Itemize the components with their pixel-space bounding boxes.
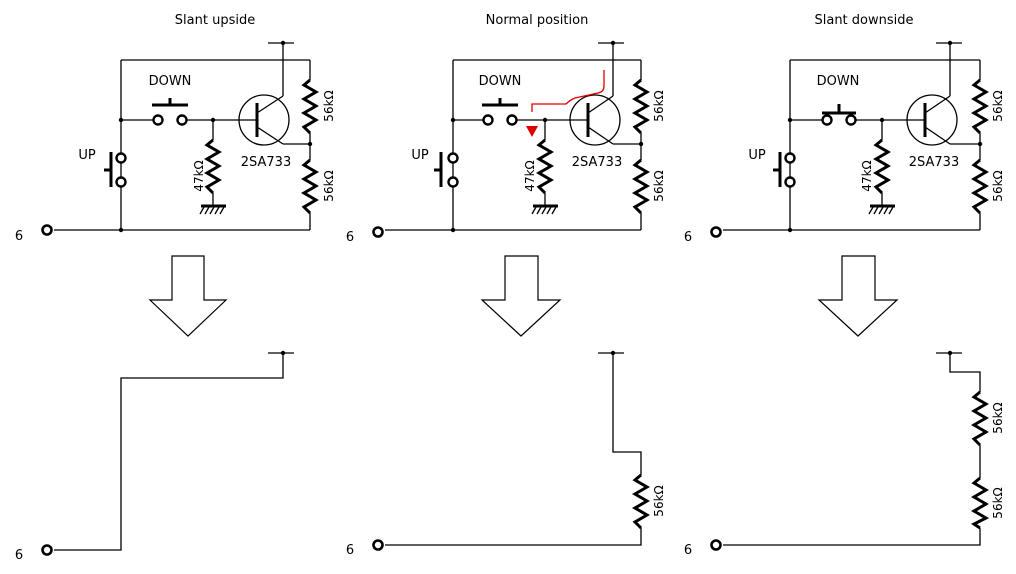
- up-switch-actuator: [434, 152, 443, 187]
- transistor-2sa733: [238, 94, 310, 146]
- r56-lower-label: 56kΩ: [652, 170, 666, 201]
- r47-label: 47kΩ: [860, 160, 874, 191]
- resistor-56k-upper: [632, 78, 650, 135]
- transistor-label: 2SA733: [241, 155, 291, 170]
- r56-upper-label: 56kΩ: [322, 90, 336, 121]
- r47-label: 47kΩ: [523, 160, 537, 191]
- down-switch-label: DOWN: [817, 74, 860, 89]
- resistor-56k-lower: [971, 158, 989, 215]
- r56-lower-label: 56kΩ: [991, 170, 1005, 201]
- transistor-2sa733: [568, 94, 641, 146]
- resistor-56k-lower: [301, 158, 319, 215]
- resistor-56k-lower: [632, 158, 650, 215]
- panel-slant-upside: Slant upside 6 DOWN UP 47kΩ: [15, 13, 336, 563]
- r56-label: 56kΩ: [652, 485, 666, 516]
- resistor-56k-upper: [301, 78, 319, 135]
- terminal-6: [41, 224, 53, 236]
- panel-slant-downside: Slant downside 6 DOWN UP 47kΩ 2SA733: [684, 13, 1005, 558]
- transistor-label: 2SA733: [572, 155, 622, 170]
- terminal-6: [41, 544, 53, 556]
- down-switch-actuator: [482, 98, 518, 107]
- terminal-label: 6: [346, 230, 354, 245]
- r56-upper-label: 56kΩ: [652, 90, 666, 121]
- equivalent-circuit-wire: [723, 352, 981, 546]
- terminal-6: [372, 539, 384, 551]
- resistor-47k: [204, 138, 222, 195]
- terminal-label: 6: [15, 229, 23, 244]
- up-switch-label: UP: [411, 148, 429, 163]
- resistor-47k: [536, 138, 554, 195]
- terminal-6: [710, 226, 722, 238]
- resistor-56k: [632, 473, 650, 530]
- transistor-2sa733: [906, 94, 980, 146]
- terminal-6: [710, 539, 722, 551]
- terminal-label: 6: [684, 543, 692, 558]
- panel-title: Slant upside: [175, 13, 255, 28]
- r56-upper-label: 56kΩ: [991, 402, 1005, 433]
- resistor-56k-upper: [971, 78, 989, 135]
- terminal-label: 6: [346, 543, 354, 558]
- down-switch-actuator: [822, 104, 856, 115]
- resistor-56k-upper: [971, 390, 989, 447]
- r56-lower-label: 56kΩ: [322, 170, 336, 201]
- equivalent-circuit-wire: [385, 352, 642, 546]
- down-switch-label: DOWN: [149, 74, 192, 89]
- r47-label: 47kΩ: [192, 160, 206, 191]
- up-switch-actuator: [104, 152, 113, 187]
- panel-title: Slant downside: [814, 13, 913, 28]
- panel-normal-position: Normal position 6 DOWN UP 47kΩ 2SA733: [346, 13, 666, 558]
- resistor-56k-lower: [971, 476, 990, 530]
- down-arrow: [817, 255, 899, 337]
- up-switch-label: UP: [748, 148, 766, 163]
- down-arrow: [480, 255, 562, 337]
- current-path: [531, 70, 605, 112]
- current-arrow-icon: [526, 126, 538, 137]
- panel-title: Normal position: [486, 13, 589, 28]
- transistor-label: 2SA733: [909, 155, 959, 170]
- r56-upper-label: 56kΩ: [991, 90, 1005, 121]
- down-switch-actuator: [152, 98, 188, 107]
- r56-lower-label: 56kΩ: [991, 487, 1005, 518]
- down-arrow: [148, 255, 228, 337]
- resistor-47k: [873, 138, 891, 195]
- up-switch-actuator: [773, 152, 782, 187]
- terminal-6: [372, 226, 384, 238]
- equivalent-circuit-wire: [54, 352, 294, 551]
- up-switch-label: UP: [78, 148, 96, 163]
- down-switch-label: DOWN: [479, 74, 522, 89]
- terminal-label: 6: [15, 548, 23, 563]
- terminal-label: 6: [684, 230, 692, 245]
